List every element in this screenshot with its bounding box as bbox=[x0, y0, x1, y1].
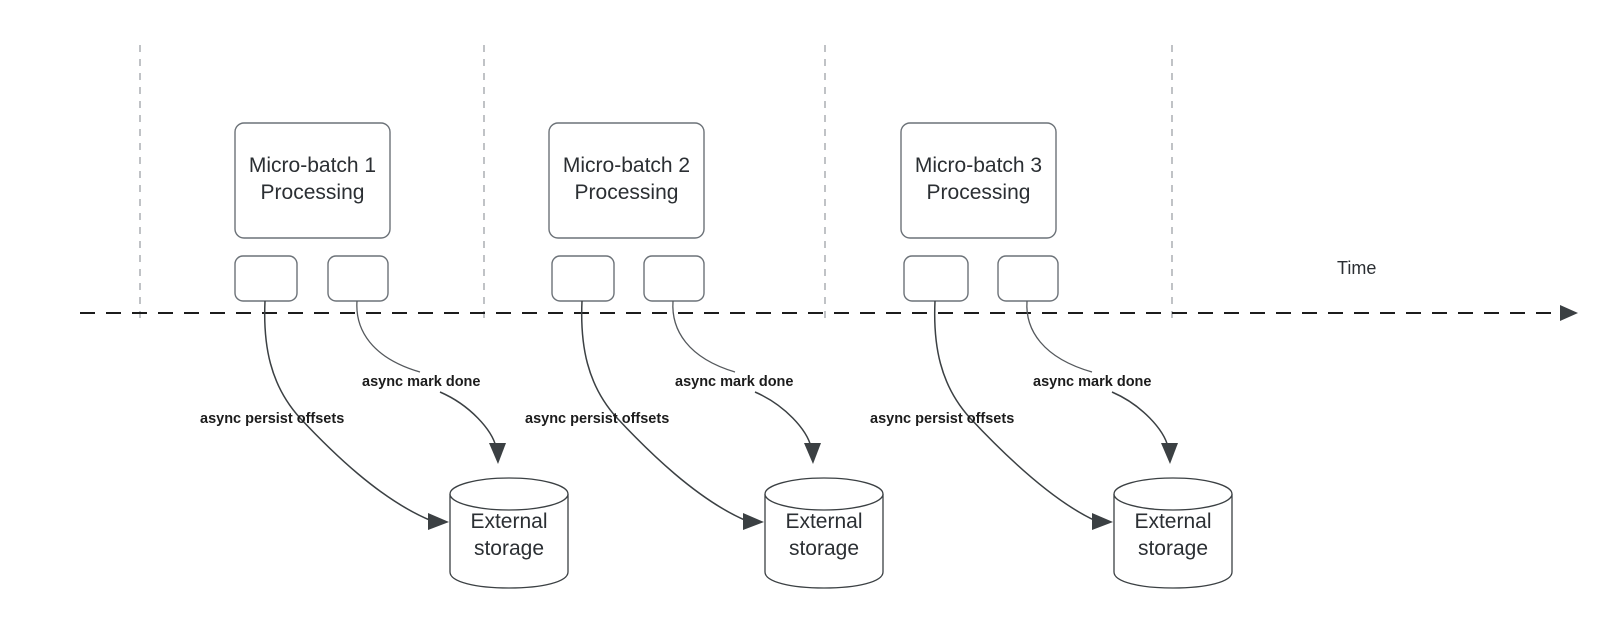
group-2-persist-offsets-connector bbox=[580, 300, 748, 522]
microbatch-1-label-line1: Micro-batch 1 bbox=[249, 154, 376, 177]
microbatch-3-box[interactable]: Micro-batch 3 Processing bbox=[900, 122, 1057, 239]
microbatch-2-label-line1: Micro-batch 2 bbox=[563, 154, 690, 177]
group-2-external-storage[interactable]: External storage bbox=[764, 477, 884, 589]
group-1-persist-offsets-connector bbox=[263, 300, 433, 522]
group-3-mark-done-arrowhead-icon bbox=[1161, 443, 1178, 464]
group-3-storage-top bbox=[1113, 477, 1233, 511]
microbatch-1-label-line2: Processing bbox=[261, 181, 365, 204]
time-axis: Time bbox=[80, 258, 1578, 321]
group-3-persist-task-box[interactable] bbox=[903, 255, 969, 302]
group-2-mark-done-connector-upper bbox=[672, 300, 736, 373]
group-2-storage-label-line1: External bbox=[785, 510, 862, 533]
group-3-persist-offsets-connector bbox=[933, 300, 1097, 522]
group-2-storage-body[interactable] bbox=[764, 494, 884, 589]
group-3-persist-offsets-label: async persist offsets bbox=[870, 411, 1014, 427]
group-1-storage-body[interactable] bbox=[449, 494, 569, 589]
group-3-storage-label-line2: storage bbox=[1138, 537, 1208, 560]
microbatch-2-box-shape[interactable] bbox=[548, 122, 705, 239]
group-1-mark-done-arrowhead-icon bbox=[489, 443, 506, 464]
group-1-mark-done-task-box[interactable] bbox=[327, 255, 389, 302]
group-3-mark-done-task-box[interactable] bbox=[997, 255, 1059, 302]
group-3-storage-label-line1: External bbox=[1134, 510, 1211, 533]
microbatch-1-box[interactable]: Micro-batch 1 Processing bbox=[234, 122, 391, 239]
group-2-persist-offsets-label: async persist offsets bbox=[525, 411, 669, 427]
group-1-storage-label-line1: External bbox=[470, 510, 547, 533]
group-3: Micro-batch 3 Processing External storag… bbox=[870, 122, 1233, 589]
group-1-storage-label-line2: storage bbox=[474, 537, 544, 560]
microbatch-2-label-line2: Processing bbox=[575, 181, 679, 204]
group-2-mark-done-connector-lower bbox=[754, 391, 812, 448]
time-axis-label: Time bbox=[1337, 258, 1376, 278]
microbatch-1-box-shape[interactable] bbox=[234, 122, 391, 239]
group-2-mark-done-label: async mark done bbox=[675, 374, 793, 390]
microbatch-3-label-line1: Micro-batch 3 bbox=[915, 154, 1042, 177]
group-2-mark-done-task-box[interactable] bbox=[643, 255, 705, 302]
group-1-persist-task-box[interactable] bbox=[234, 255, 298, 302]
group-1-mark-done-label: async mark done bbox=[362, 374, 480, 390]
group-3-persist-offsets-arrowhead-icon bbox=[1092, 513, 1113, 530]
group-1-external-storage[interactable]: External storage bbox=[449, 477, 569, 589]
group-1-mark-done-connector-upper bbox=[356, 300, 421, 373]
group-2-storage-label-line2: storage bbox=[789, 537, 859, 560]
group-3-mark-done-label: async mark done bbox=[1033, 374, 1151, 390]
microbatch-3-label-line2: Processing bbox=[927, 181, 1031, 204]
group-3-mark-done-connector-lower bbox=[1111, 391, 1169, 448]
group-2-persist-offsets-arrowhead-icon bbox=[743, 513, 764, 530]
group-2: Micro-batch 2 Processing External storag… bbox=[525, 122, 884, 589]
group-3-storage-body[interactable] bbox=[1113, 494, 1233, 589]
tick-lines-group bbox=[139, 45, 1173, 325]
microbatch-2-box[interactable]: Micro-batch 2 Processing bbox=[548, 122, 705, 239]
time-axis-arrow-icon bbox=[1560, 305, 1578, 321]
microbatch-3-box-shape[interactable] bbox=[900, 122, 1057, 239]
group-2-mark-done-arrowhead-icon bbox=[804, 443, 821, 464]
group-1: Micro-batch 1 Processing External storag… bbox=[200, 122, 569, 589]
group-2-storage-top bbox=[764, 477, 884, 511]
group-3-external-storage[interactable]: External storage bbox=[1113, 477, 1233, 589]
group-2-persist-task-box[interactable] bbox=[551, 255, 615, 302]
group-1-mark-done-connector-lower bbox=[439, 391, 497, 448]
group-3-mark-done-connector-upper bbox=[1026, 300, 1093, 373]
group-1-persist-offsets-label: async persist offsets bbox=[200, 411, 344, 427]
group-1-storage-top bbox=[449, 477, 569, 511]
group-1-persist-offsets-arrowhead-icon bbox=[428, 513, 449, 530]
